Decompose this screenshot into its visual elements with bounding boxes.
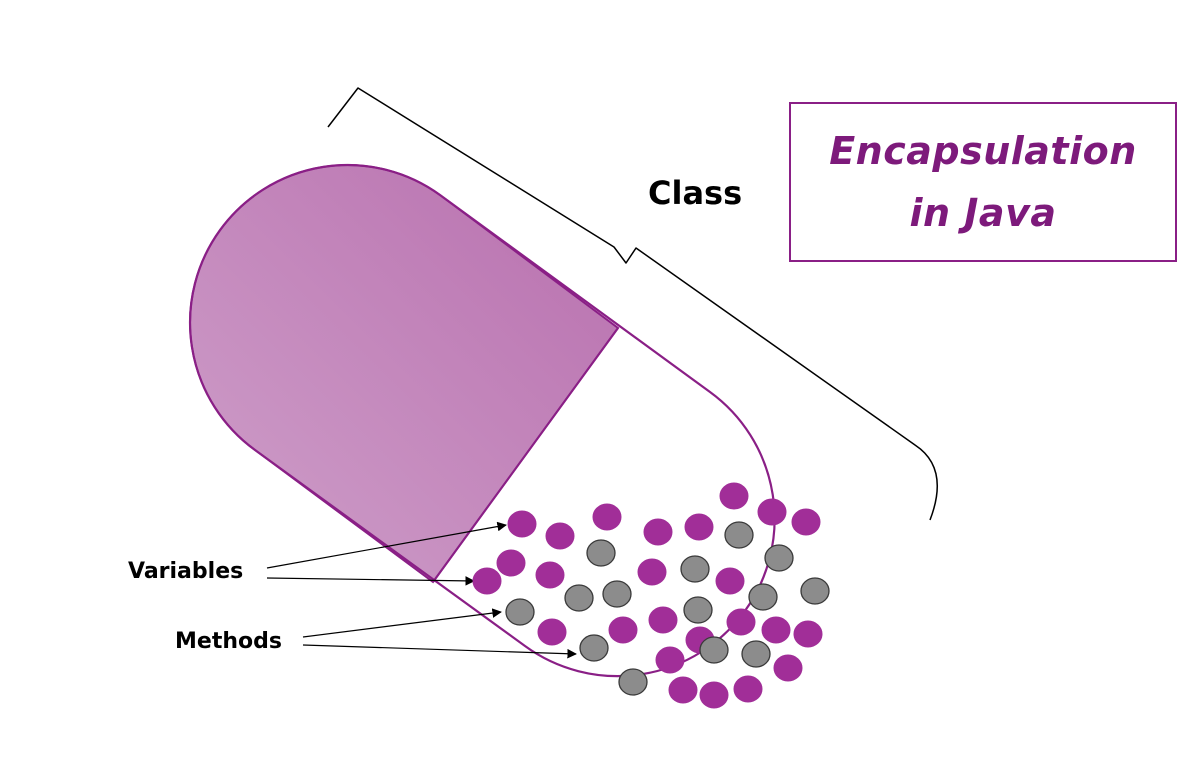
variable-dot bbox=[684, 513, 714, 541]
arrow-methods-upper bbox=[302, 608, 502, 638]
capsule-icon bbox=[188, 163, 776, 678]
method-dot bbox=[724, 521, 754, 549]
arrow-methods-lower bbox=[302, 644, 577, 659]
variable-dot bbox=[648, 606, 678, 634]
variable-dot bbox=[537, 618, 567, 646]
method-dot bbox=[699, 636, 729, 664]
variable-dot bbox=[715, 567, 745, 595]
variable-dot bbox=[496, 549, 526, 577]
method-dot bbox=[564, 584, 594, 612]
methods-label: Methods bbox=[175, 629, 282, 654]
arrow-variables-lower bbox=[266, 576, 475, 586]
variable-dot bbox=[592, 503, 622, 531]
variable-dot bbox=[643, 518, 673, 546]
capsule-colored-half bbox=[189, 164, 620, 584]
method-dot bbox=[579, 634, 609, 662]
variables-label: Variables bbox=[128, 559, 244, 584]
variable-dot bbox=[726, 608, 756, 636]
arrow-variables-upper bbox=[266, 521, 507, 569]
curly-brace-icon bbox=[327, 87, 938, 521]
method-dot bbox=[505, 598, 535, 626]
variable-dot bbox=[793, 620, 823, 648]
method-dot bbox=[618, 668, 648, 696]
method-dot bbox=[764, 544, 794, 572]
variable-dot bbox=[507, 510, 537, 538]
method-dot bbox=[800, 577, 830, 605]
variable-dot bbox=[761, 616, 791, 644]
variable-dot bbox=[535, 561, 565, 589]
variable-dot bbox=[668, 676, 698, 704]
method-dot bbox=[680, 555, 710, 583]
variable-dot bbox=[791, 508, 821, 536]
variable-dot bbox=[637, 558, 667, 586]
variable-dot bbox=[655, 646, 685, 674]
capsule-outline bbox=[188, 163, 776, 678]
method-dot bbox=[748, 583, 778, 611]
variable-dot bbox=[773, 654, 803, 682]
title-line-2: in Java bbox=[909, 191, 1057, 235]
method-dot bbox=[683, 596, 713, 624]
variable-dot bbox=[757, 498, 787, 526]
capsule-contents bbox=[472, 482, 830, 709]
variable-dot bbox=[545, 522, 575, 550]
variable-dot bbox=[472, 567, 502, 595]
pointer-arrows bbox=[266, 521, 577, 659]
title-line-1: Encapsulation bbox=[829, 129, 1137, 173]
class-label: Class bbox=[648, 174, 743, 212]
method-dot bbox=[741, 640, 771, 668]
variable-dot bbox=[608, 616, 638, 644]
variable-dot bbox=[733, 675, 763, 703]
capsule-divider bbox=[432, 327, 619, 583]
method-dot bbox=[602, 580, 632, 608]
method-dot bbox=[586, 539, 616, 567]
variable-dot bbox=[699, 681, 729, 709]
title-box: Encapsulation in Java bbox=[789, 102, 1177, 262]
variable-dot bbox=[719, 482, 749, 510]
